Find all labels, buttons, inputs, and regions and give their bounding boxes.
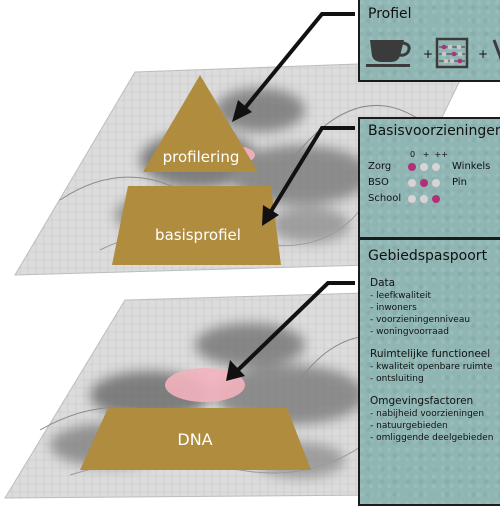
facility-row: BSO bbox=[368, 175, 444, 191]
facility-label: BSO bbox=[368, 176, 389, 188]
section-item: - ontsluiting bbox=[370, 374, 424, 384]
section-heading: Ruimtelijke functioneel bbox=[370, 348, 491, 360]
rating-scale-header: 0 + ++ bbox=[410, 150, 448, 159]
paspoort-sections: Data - leefkwaliteit - inwoners - voorzieni… bbox=[370, 276, 493, 453]
arrow-basis bbox=[268, 126, 355, 215]
rating-dot bbox=[432, 163, 440, 171]
section-item: - leefkwaliteit bbox=[370, 291, 432, 301]
arrows bbox=[236, 12, 355, 372]
arrowhead-profiel bbox=[232, 100, 252, 122]
facility-label: School bbox=[368, 192, 402, 204]
dna-block bbox=[80, 408, 311, 470]
facility-label: Zorg bbox=[368, 160, 392, 172]
rating-dot bbox=[420, 179, 428, 187]
section-item: - voorzieningenniveau bbox=[370, 315, 471, 325]
rating-dot bbox=[432, 179, 440, 187]
plus-sign-1: + bbox=[423, 47, 433, 61]
rating-dot bbox=[408, 179, 416, 187]
section-item: - kwaliteit openbare ruimte bbox=[370, 362, 493, 372]
abacus-icon bbox=[435, 37, 469, 69]
profiel-icons: + + bbox=[366, 37, 500, 69]
paspoort-section: Ruimtelijke functioneel - kwaliteit openb… bbox=[370, 347, 493, 385]
rating-dot bbox=[408, 163, 416, 171]
partial-icon bbox=[492, 39, 500, 61]
section-heading: Data bbox=[370, 277, 396, 289]
section-item: - natuurgebieden bbox=[370, 421, 448, 431]
upper-pyramid: profilering basisprofiel bbox=[112, 75, 281, 265]
arrowhead-basis bbox=[262, 205, 279, 226]
arrowhead-gebied bbox=[226, 360, 245, 381]
pyramid-apex bbox=[143, 75, 258, 172]
facility-row: Zorg bbox=[368, 159, 444, 175]
gebiedspaspoort-title: Gebiedspaspoort bbox=[368, 248, 488, 264]
paspoort-section: Data - leefkwaliteit - inwoners - voorzieni… bbox=[370, 276, 493, 338]
label-dna: DNA bbox=[177, 430, 212, 449]
section-heading: Omgevingsfactoren bbox=[370, 395, 474, 407]
rating-dot bbox=[420, 195, 428, 203]
arrow-gebied bbox=[236, 281, 355, 372]
rating-dot bbox=[420, 163, 428, 171]
facility-row: School bbox=[368, 191, 444, 207]
section-item: - woningvoorraad bbox=[370, 327, 449, 337]
coffee-cup-icon bbox=[366, 40, 411, 67]
facility-right-label: Pin bbox=[452, 177, 467, 188]
label-profilering: profilering bbox=[163, 148, 240, 166]
plus-sign-2: + bbox=[478, 47, 488, 61]
highlight-area-lower bbox=[165, 368, 245, 402]
gebiedspaspoort-panel: Gebiedspaspoort Data - leefkwaliteit - inw… bbox=[358, 238, 500, 506]
paspoort-section: Omgevingsfactoren - nabijheid voorziening… bbox=[370, 394, 493, 444]
profiel-panel: Profiel + + bbox=[358, 0, 500, 82]
label-basisprofiel: basisprofiel bbox=[155, 226, 241, 244]
basisvoorzieningen-title: Basisvoorzieningen bbox=[368, 123, 500, 139]
pyramid-base bbox=[112, 186, 281, 265]
rating-dot bbox=[432, 195, 440, 203]
profiel-title: Profiel bbox=[368, 6, 412, 22]
section-item: - inwoners bbox=[370, 303, 417, 313]
section-item: - nabijheid voorzieningen bbox=[370, 409, 485, 419]
lower-pyramid: DNA bbox=[80, 408, 311, 470]
section-item: - omliggende deelgebieden bbox=[370, 433, 494, 443]
facility-right-label: Winkels bbox=[452, 161, 491, 172]
rating-dot bbox=[408, 195, 416, 203]
arrow-profiel bbox=[243, 12, 355, 110]
